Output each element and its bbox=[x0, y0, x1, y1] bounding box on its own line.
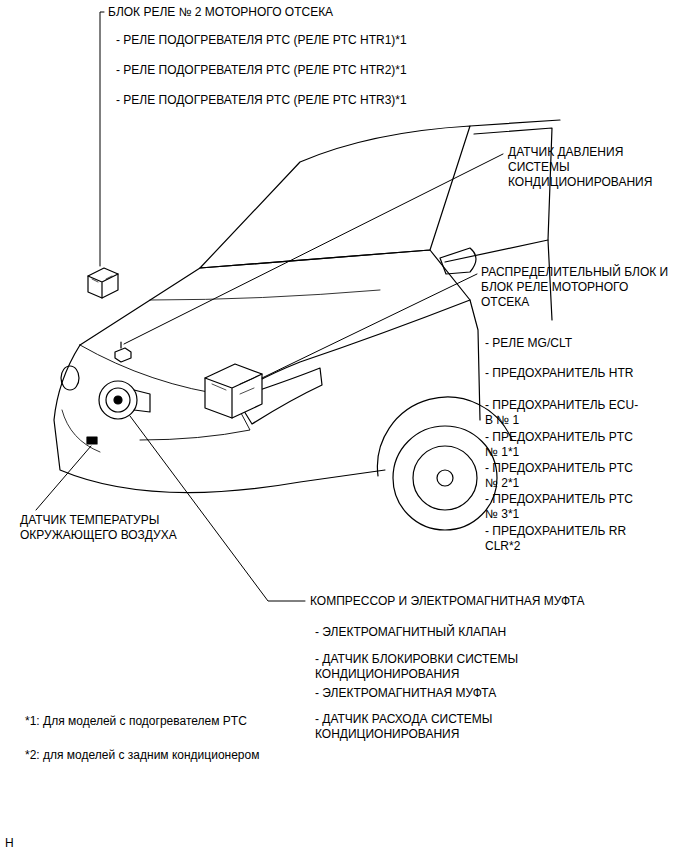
windshield bbox=[200, 126, 470, 268]
footnote: *2: для моделей с задним кондиционером bbox=[25, 748, 345, 763]
part-label: - ПРЕДОХРАНИТЕЛЬ PTC № 3*1 bbox=[485, 492, 645, 522]
leader-lines bbox=[36, 12, 503, 601]
grille bbox=[62, 410, 100, 452]
part-label: БЛОК РЕЛЕ № 2 МОТОРНОГО ОТСЕКА bbox=[108, 5, 428, 20]
roof-line bbox=[470, 120, 560, 126]
rim bbox=[413, 446, 477, 510]
temperature-sensor bbox=[87, 437, 97, 444]
part-label: - ПРЕДОХРАНИТЕЛЬ PTC № 1*1 bbox=[485, 430, 645, 460]
part-label: - ЭЛЕКТРОМАГНИТНАЯ МУФТА bbox=[315, 686, 655, 701]
part-label: - РЕЛЕ ПОДОГРЕВАТЕЛЯ PTC (РЕЛЕ PTC HTR3)… bbox=[116, 93, 456, 108]
part-label: - ПРЕДОХРАНИТЕЛЬ PTC № 2*1 bbox=[485, 461, 645, 491]
part-label: КОМПРЕССОР И ЭЛЕКТРОМАГНИТНАЯ МУФТА bbox=[310, 594, 670, 609]
part-label: - ЭЛЕКТРОМАГНИТНЫЙ КЛАПАН bbox=[315, 625, 655, 640]
part-label: - ПРЕДОХРАНИТЕЛЬ RR CLR*2 bbox=[485, 524, 645, 554]
distribution-block bbox=[205, 364, 262, 418]
relay-block bbox=[88, 268, 118, 298]
part-label: РАСПРЕДЕЛИТЕЛЬНЫЙ БЛОК И БЛОК РЕЛЕ МОТОР… bbox=[481, 265, 676, 310]
part-label: - РЕЛЕ MG/CLT bbox=[485, 336, 675, 351]
part-label: - ПРЕДОХРАНИТЕЛЬ ECU-B № 1 bbox=[485, 398, 645, 428]
part-label: - РЕЛЕ ПОДОГРЕВАТЕЛЯ PTC (РЕЛЕ PTC HTR2)… bbox=[116, 63, 456, 78]
logo bbox=[61, 366, 79, 390]
part-label: - ДАТЧИК РАСХОДА СИСТЕМЫ КОНДИЦИОНИРОВАН… bbox=[315, 712, 575, 742]
part-label: - ДАТЧИК БЛОКИРОВКИ СИСТЕМЫ КОНДИЦИОНИРО… bbox=[315, 652, 570, 682]
mirror bbox=[440, 248, 476, 274]
footnote: *1: Для моделей с подогревателем PTC bbox=[25, 714, 265, 729]
pressure-sensor bbox=[115, 342, 131, 362]
hub bbox=[437, 470, 453, 486]
page-code: H bbox=[5, 836, 65, 851]
part-label: ДАТЧИК ДАВЛЕНИЯ СИСТЕМЫ КОНДИЦИОНИРОВАНИ… bbox=[508, 145, 673, 190]
front-fascia bbox=[54, 345, 385, 493]
fender bbox=[470, 300, 480, 420]
hood bbox=[80, 250, 470, 396]
part-label: - РЕЛЕ ПОДОГРЕВАТЕЛЯ PTC (РЕЛЕ PTC HTR1)… bbox=[116, 33, 456, 48]
compressor bbox=[99, 381, 150, 419]
part-label: - ПРЕДОХРАНИТЕЛЬ HTR bbox=[485, 366, 675, 381]
hood-crease bbox=[150, 290, 380, 300]
part-label: ДАТЧИК ТЕМПЕРАТУРЫ ОКРУЖАЮЩЕГО ВОЗДУХА bbox=[20, 513, 200, 543]
tire bbox=[393, 426, 497, 530]
